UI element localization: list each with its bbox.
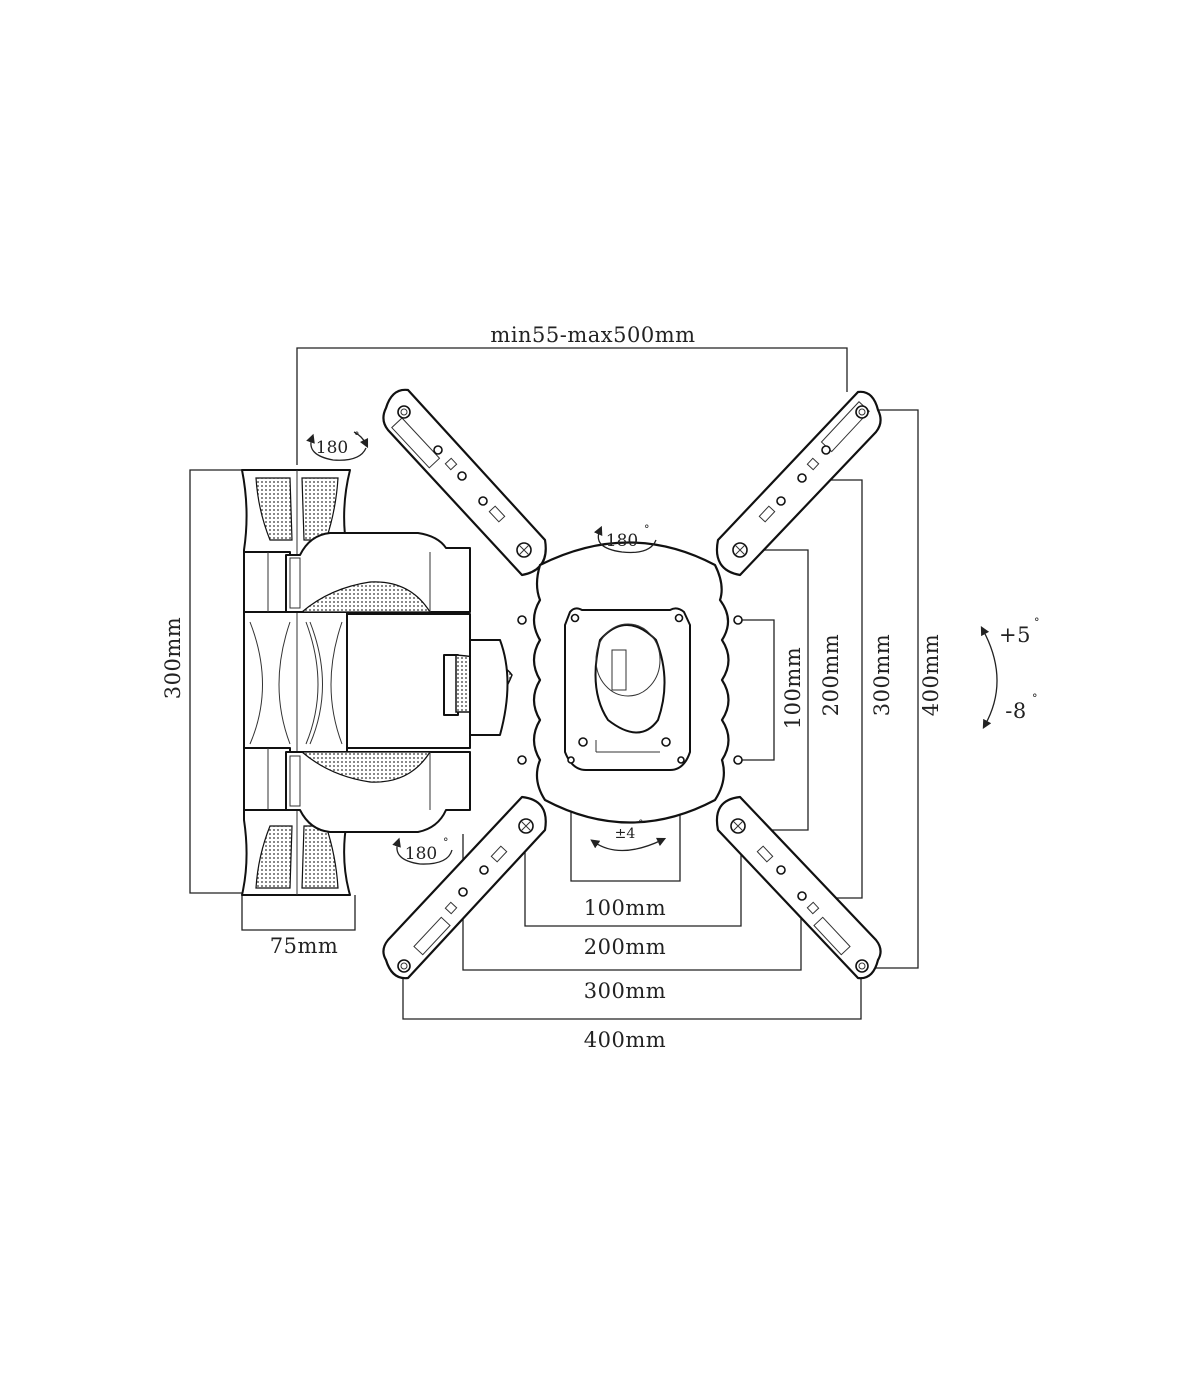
arm-top-right [715,390,882,577]
degree-mark: ° [638,818,644,831]
horiz-300-label: 300mm [584,979,666,1003]
vert-400-label: 400mm [919,634,943,716]
vert-200-label: 200mm [819,634,843,716]
horiz-400-label: 400mm [584,1028,666,1052]
wallplate-width-label: 75mm [270,934,339,958]
horiz-400-line [402,970,862,1020]
horiz-100-label: 100mm [584,896,666,920]
degree-mark: ° [1032,692,1038,705]
degree-mark: ° [354,430,360,443]
vert-100-line [740,619,775,761]
vert-200-line [742,549,809,831]
vesa-bracket [382,388,882,980]
degree-mark: ° [1034,616,1040,629]
tilt-up-label: +5 [999,623,1031,647]
top-arm-rotation-label: 180 [316,438,348,458]
horiz-200-label: 200mm [584,935,666,959]
bottom-arm-rotation-label: 180 [405,844,437,864]
vert-300-label: 300mm [870,634,894,716]
wallplate-width-line [241,895,356,931]
degree-mark: ° [443,836,449,849]
rotation-indicators [306,431,998,865]
arm-bottom-left [382,795,547,980]
tilt-down-label: -8 [1005,699,1026,723]
horiz-100-line [570,760,681,882]
horiz-200-line [524,838,742,927]
center-plate-rotation-label: 180 [606,531,638,551]
wallplate-height-line [189,469,242,894]
extension-dim-line [296,347,848,465]
extension-label: min55-max500mm [490,323,695,347]
vert-100-label: 100mm [781,647,805,729]
wallplate-height-label: 300mm [161,617,185,699]
degree-mark: ° [644,523,650,536]
labels: min55-max500mm 300mm 75mm 100mm 200mm 30… [161,323,1040,1052]
swing-arms [243,532,513,833]
vert-400-line [865,409,919,969]
level-adjust-label: ±4 [615,826,636,842]
arm-bottom-right [715,795,882,980]
